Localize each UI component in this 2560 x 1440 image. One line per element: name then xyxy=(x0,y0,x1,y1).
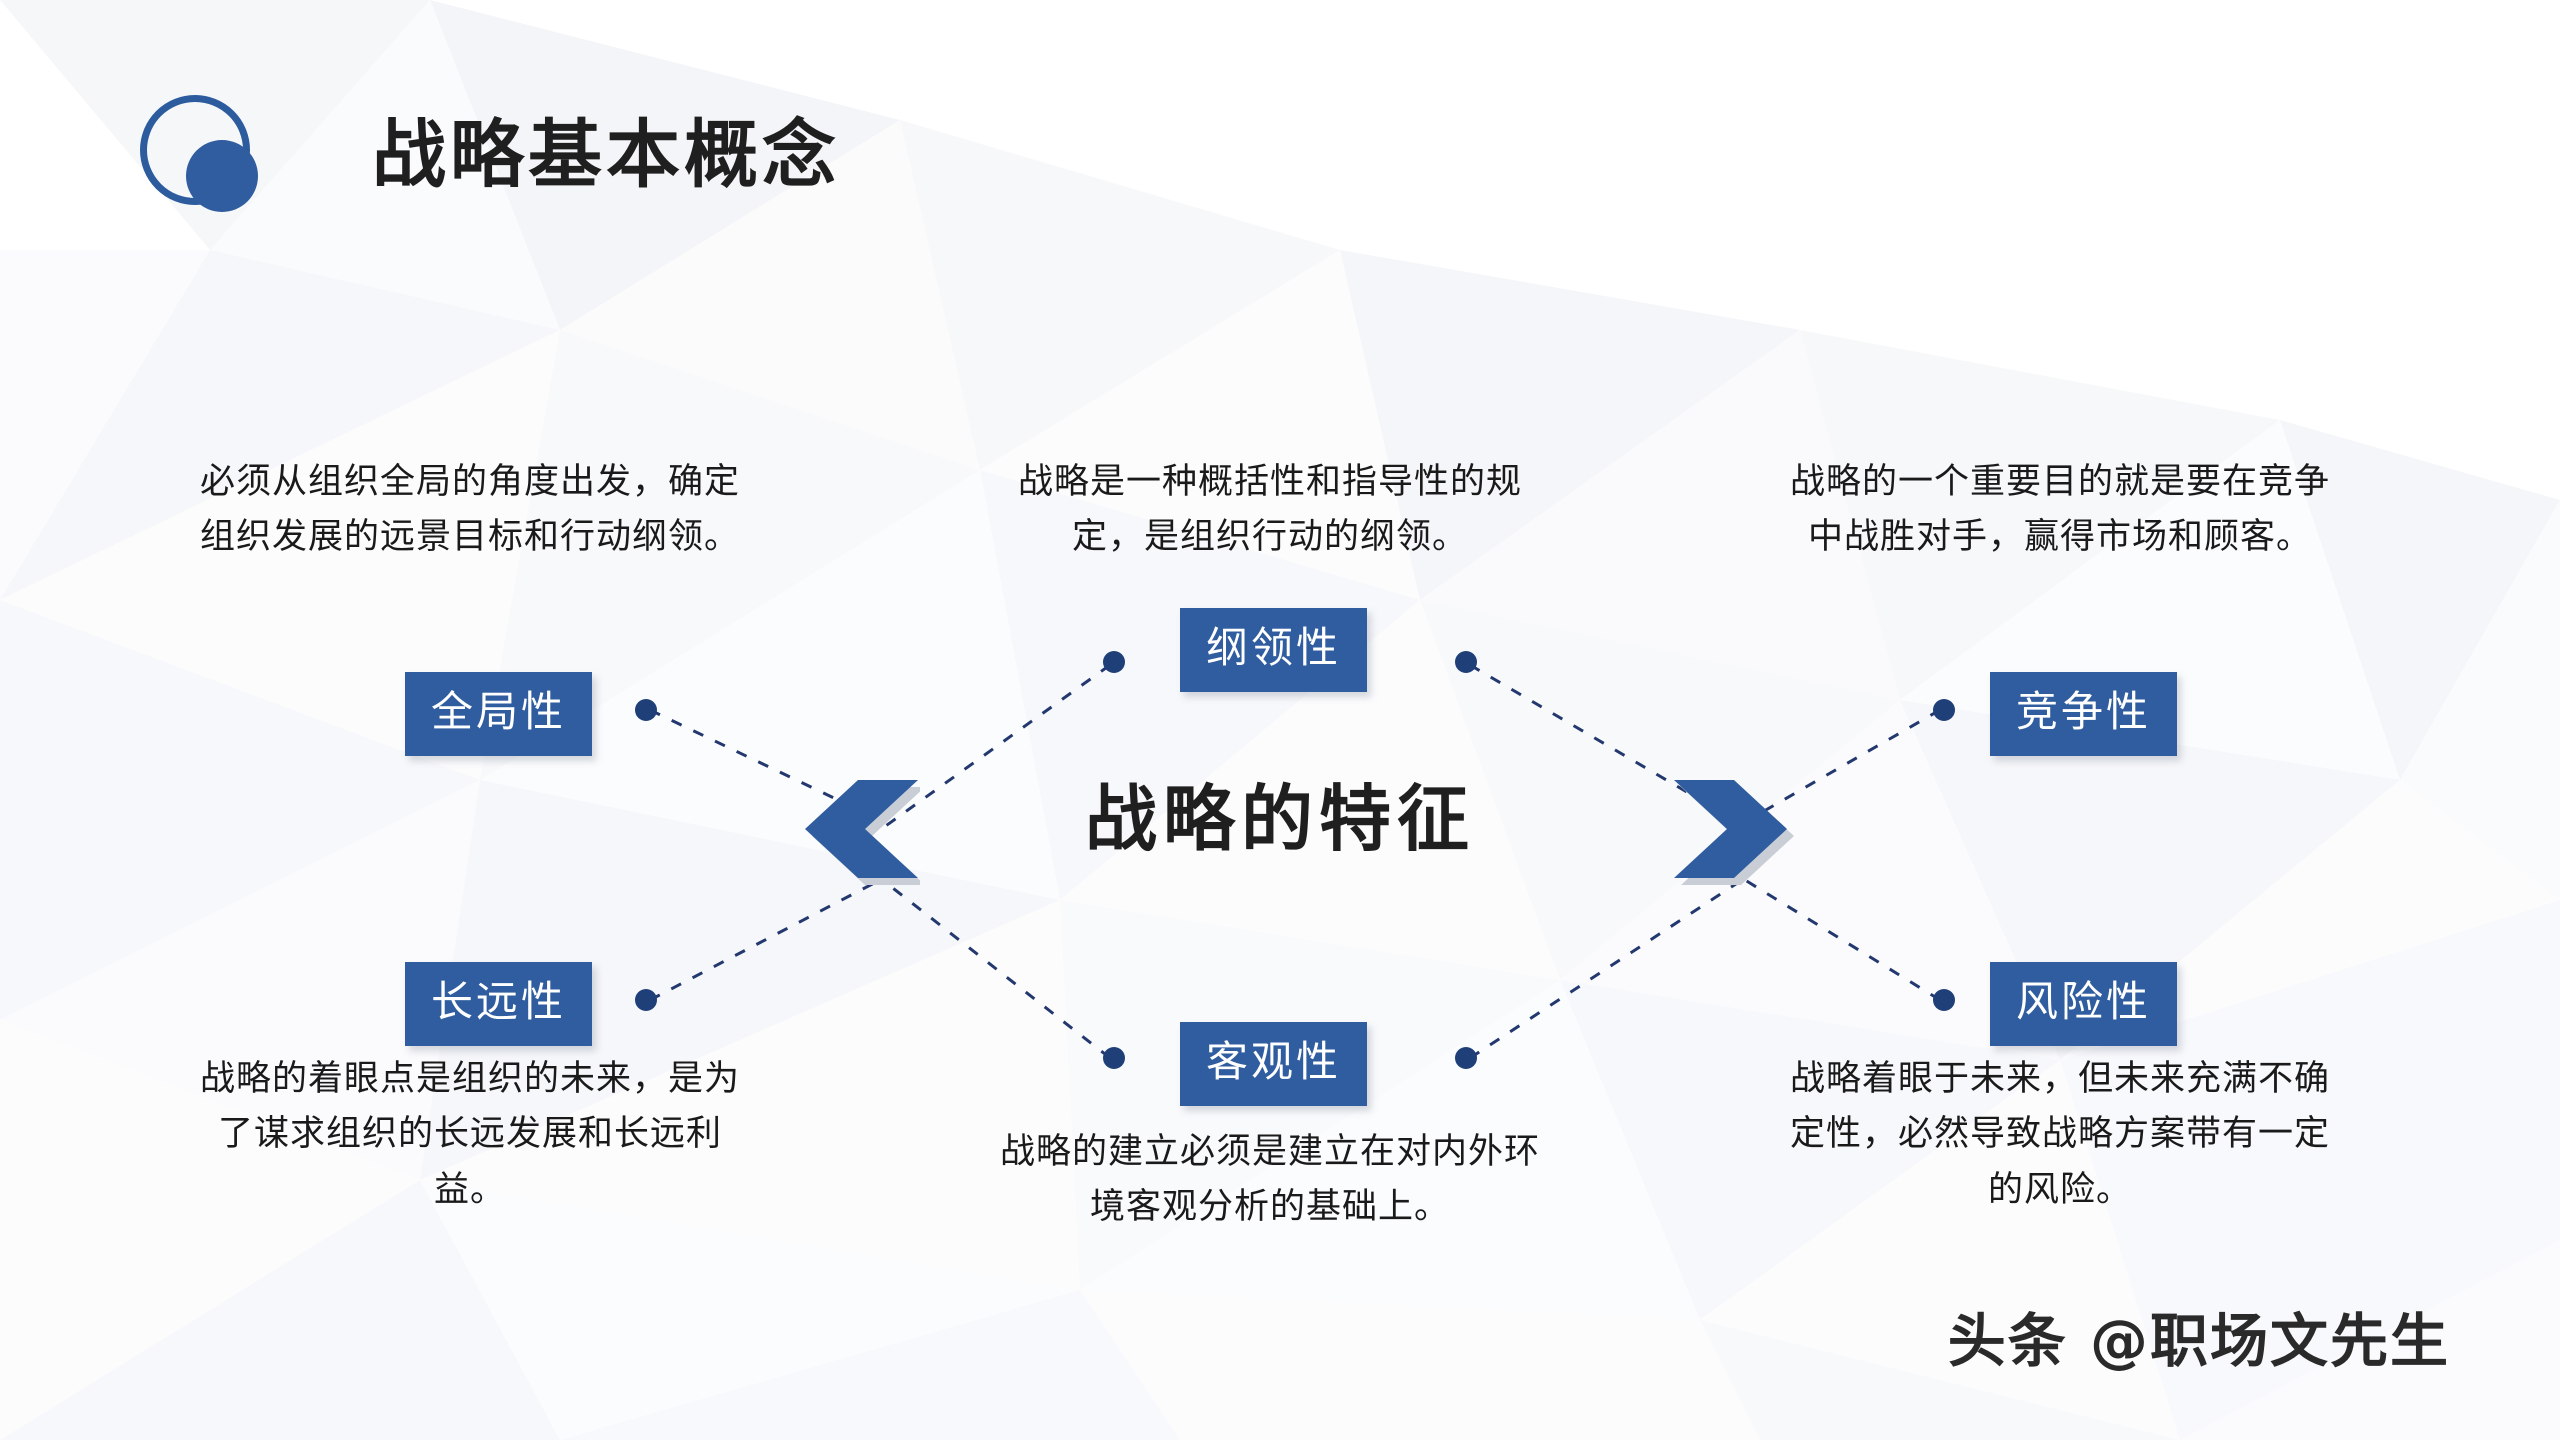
chip-gangling[interactable]: 纲领性 xyxy=(1180,608,1368,692)
chip-keguanxing[interactable]: 客观性 xyxy=(1180,1022,1368,1106)
chevron-left-icon xyxy=(805,780,920,885)
chip-changyuanxing[interactable]: 长远性 xyxy=(405,962,593,1046)
description-fengxianxing: 战略着眼于未来，但未来充满不确定性，必然导致战略方案带有一定的风险。 xyxy=(1790,1059,2331,1210)
center-title: 战略的特征 xyxy=(1084,776,1475,861)
description-gangling: 战略是一种概括性和指导性的规定，是组织行动的纲领。 xyxy=(1017,462,1522,558)
watermark: 头条 @职场文先生 xyxy=(1947,1307,2450,1375)
chip-jingzhengxing[interactable]: 竞争性 xyxy=(1990,672,2178,756)
slide-header: 战略基本概念 xyxy=(0,0,2560,250)
chip-fengxianxing[interactable]: 风险性 xyxy=(1990,962,2178,1046)
chevron-right-icon xyxy=(1674,780,1794,885)
logo-dot xyxy=(186,140,258,212)
chip-quanjuxing[interactable]: 全局性 xyxy=(405,672,593,756)
description-quanjuxing: 必须从组织全局的角度出发，确定组织发展的远景目标和行动纲领。 xyxy=(200,462,741,558)
description-jingzhengxing: 战略的一个重要目的就是要在竞争中战胜对手，赢得市场和顾客。 xyxy=(1790,462,2331,558)
page-title: 战略基本概念 xyxy=(372,112,840,198)
circle-dot-icon xyxy=(140,95,268,223)
description-keguanxing: 战略的建立必须是建立在对内外环境客观分析的基础上。 xyxy=(1000,1132,1541,1228)
description-changyuanxing: 战略的着眼点是组织的未来，是为了谋求组织的长远发展和长远利益。 xyxy=(200,1059,741,1210)
